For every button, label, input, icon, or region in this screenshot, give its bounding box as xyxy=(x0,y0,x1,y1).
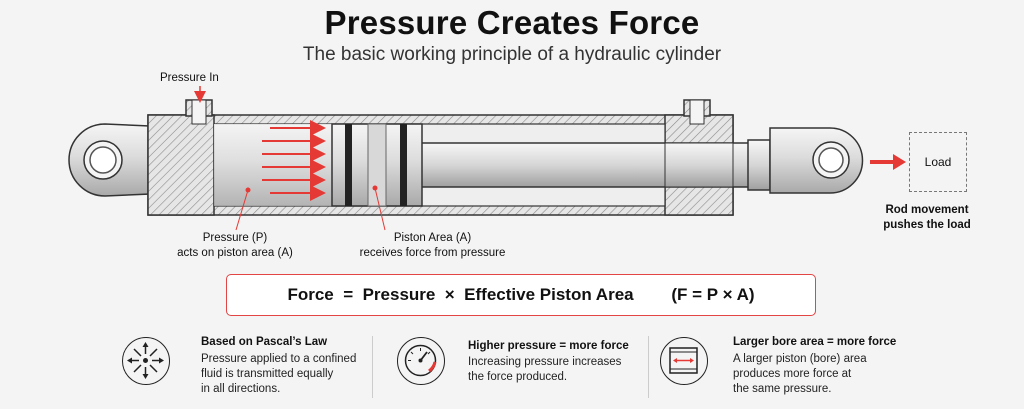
bore-area-icon xyxy=(660,337,708,385)
piston-callout: Piston Area (A) receives force from pres… xyxy=(340,231,525,261)
pressure-in-label: Pressure In xyxy=(160,72,219,84)
feature-bore: Larger bore area = more force A larger p… xyxy=(733,336,913,397)
formula-text: Force = Pressure × Effective Piston Area… xyxy=(287,285,755,304)
divider xyxy=(372,336,373,398)
feature-bore-line: the same pressure. xyxy=(733,383,832,395)
feature-pressure: Higher pressure = more force Increasing … xyxy=(468,340,648,385)
piston-callout-line2: receives force from pressure xyxy=(359,247,506,259)
pressure-callout: Pressure (P) acts on piston area (A) xyxy=(150,231,320,261)
page-title: Pressure Creates Force xyxy=(324,4,700,41)
rod-callout-line2: pushes the load xyxy=(883,219,971,231)
load-box: Load xyxy=(909,132,967,192)
piston xyxy=(331,123,423,207)
pascal-arrows-icon xyxy=(122,337,170,385)
feature-pascal-line: fluid is transmitted equally xyxy=(201,368,334,380)
feature-bore-line: produces more force at xyxy=(733,368,852,380)
pressure-arrows xyxy=(262,120,326,201)
feature-pressure-title: Higher pressure = more force xyxy=(468,340,629,352)
divider xyxy=(648,336,649,398)
rod-callout-line1: Rod movement xyxy=(885,204,969,216)
feature-pascal-line: Pressure applied to a confined xyxy=(201,353,357,365)
pressure-gauge-icon xyxy=(397,337,445,385)
rod-callout: Rod movement pushes the load xyxy=(862,203,992,233)
feature-bore-line: A larger piston (bore) area xyxy=(733,353,867,365)
piston-callout-line1: Piston Area (A) xyxy=(393,232,472,244)
rear-end-cap xyxy=(147,114,215,216)
rear-clevis xyxy=(68,123,151,197)
front-clevis xyxy=(747,127,864,194)
load-label: Load xyxy=(924,155,952,169)
feature-pascal: Based on Pascal’s Law Pressure applied t… xyxy=(201,336,371,397)
pressure-callout-line1: Pressure (P) xyxy=(202,232,268,244)
pressure-callout-line2: acts on piston area (A) xyxy=(177,247,293,259)
feature-pressure-line: Increasing pressure increases xyxy=(468,356,622,368)
feature-pascal-title: Based on Pascal’s Law xyxy=(201,336,328,348)
page-subtitle: The basic working principle of a hydraul… xyxy=(302,44,722,65)
formula-box: Force = Pressure × Effective Piston Area… xyxy=(226,274,816,316)
feature-pascal-line: in all directions. xyxy=(201,383,281,395)
feature-bore-title: Larger bore area = more force xyxy=(733,336,897,348)
feature-pressure-line: the force produced. xyxy=(468,371,568,383)
